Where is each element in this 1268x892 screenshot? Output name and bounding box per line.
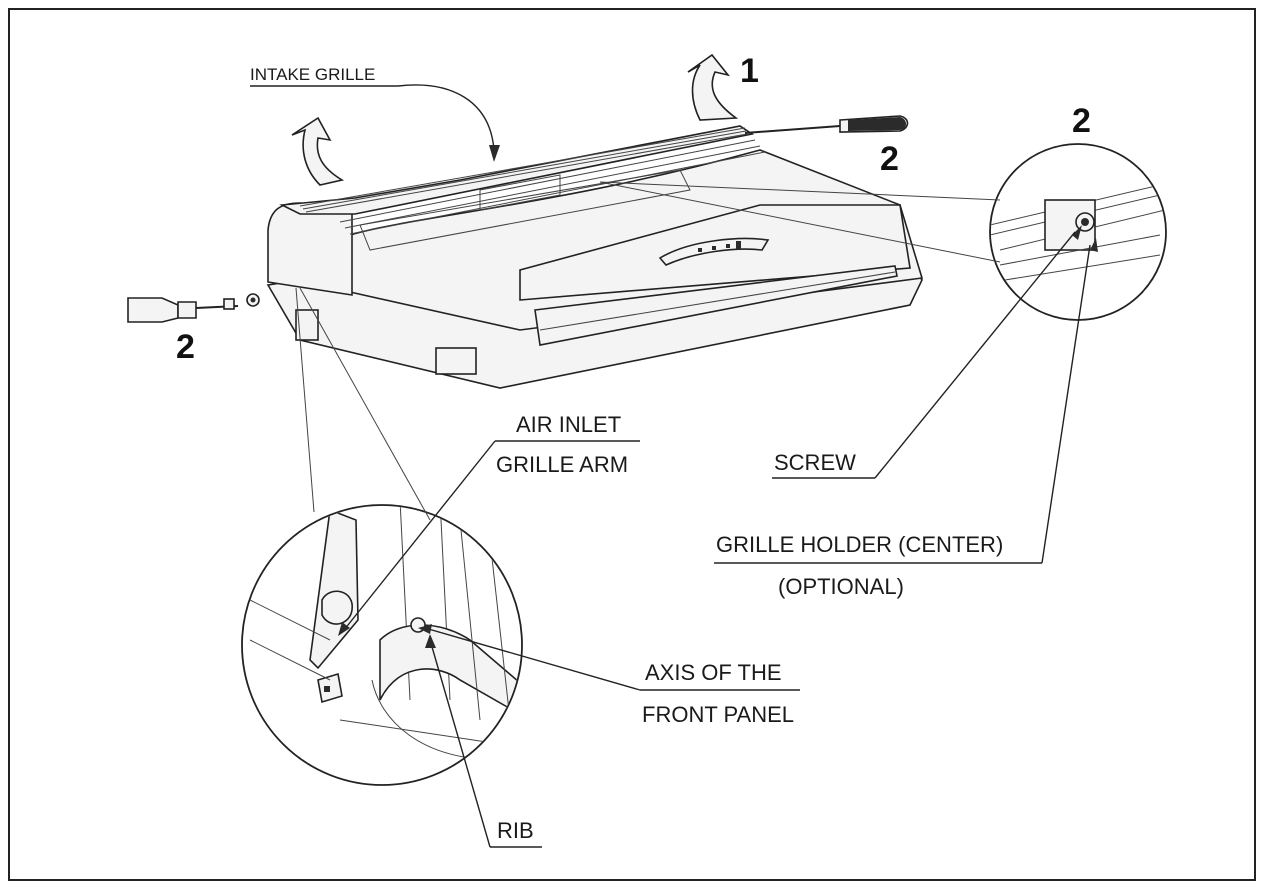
step-1-number: 1 — [740, 52, 759, 90]
intake-grille-label: INTAKE GRILLE — [250, 65, 375, 84]
step-2-left-number: 2 — [176, 328, 195, 366]
intake-grille-slats — [299, 127, 766, 235]
air-inlet-label: AIR INLET — [516, 412, 621, 437]
screwdriver-left-icon — [127, 297, 239, 323]
step-2-top-number: 2 — [880, 140, 899, 178]
air-conditioner-unit — [246, 125, 924, 389]
screw-label: SCREW — [774, 450, 856, 475]
screwdriver-top-icon — [744, 115, 909, 134]
rotation-arrow-icon — [291, 53, 739, 186]
axis-label-line2: FRONT PANEL — [642, 702, 794, 727]
step-2-right-number: 2 — [1072, 102, 1091, 140]
grille-holder-label: GRILLE HOLDER (CENTER) — [716, 532, 1003, 557]
optional-label: (OPTIONAL) — [778, 574, 904, 599]
rib-label: RIB — [497, 818, 534, 843]
grille-holder-detail — [599, 143, 1167, 321]
grille-arm-label: GRILLE ARM — [496, 452, 628, 477]
leader-lines — [250, 84, 1091, 848]
axis-label-line1: AXIS OF THE — [645, 660, 782, 685]
